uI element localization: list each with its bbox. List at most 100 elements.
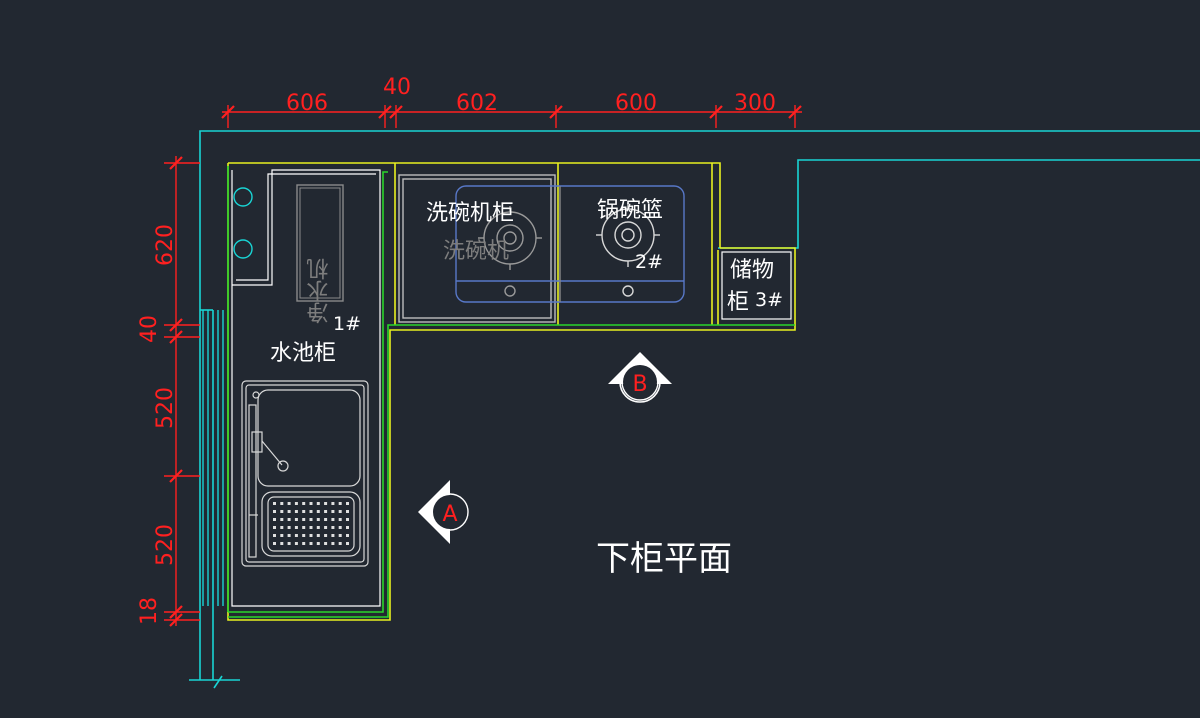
drain-dot [331, 534, 335, 537]
horizontal-dimension-line [221, 105, 802, 128]
drain-dot [346, 510, 349, 513]
water-purifier-label: 净水机 [307, 258, 333, 324]
drain-dot [273, 534, 276, 537]
drain-dot [273, 502, 276, 505]
storage-number: 3# [755, 289, 783, 311]
drain-dot [324, 534, 328, 537]
sink-cabinet-label: 水池柜 [270, 341, 336, 366]
drain-dot [346, 542, 349, 545]
drain-dot [280, 502, 284, 505]
dim-h-606: 606 [286, 91, 328, 116]
drain-dot [294, 534, 298, 537]
dim-h-300: 300 [734, 91, 776, 116]
drain-dot [309, 534, 313, 537]
drain-dot [316, 502, 320, 505]
dim-v-520-a: 520 [153, 387, 178, 429]
drain-dot [338, 542, 342, 545]
sink-cabinet-inner [231, 169, 381, 607]
cabinet-outline [227, 162, 796, 621]
drain-dot [273, 542, 276, 545]
drain-dot [316, 542, 320, 545]
drain-dot [331, 510, 335, 513]
drain-dot [331, 526, 335, 529]
drain-dot [309, 542, 313, 545]
dim-h-600: 600 [615, 91, 657, 116]
view-marker-a[interactable]: A [418, 480, 469, 544]
drain-dot [316, 526, 320, 529]
drain-dot [287, 518, 291, 521]
drain-dot [280, 542, 284, 545]
drain-dot [331, 502, 335, 505]
vertical-dimension-line [164, 156, 200, 627]
dishwasher-cabinet-label: 洗碗机柜 [426, 201, 514, 226]
dim-h-40: 40 [383, 75, 411, 100]
drain-dot [287, 542, 291, 545]
drain-dot [309, 526, 313, 529]
drain-dot [294, 518, 298, 521]
drain-dot [346, 526, 349, 529]
sink-cabinet-number: 1# [333, 313, 361, 335]
window [202, 310, 224, 606]
drain-dot [331, 542, 335, 545]
counter-lines [227, 166, 795, 618]
storage-label-line2: 柜 [727, 290, 749, 315]
drain-dot [324, 526, 328, 529]
drain-dot [287, 510, 291, 513]
burner-left [478, 206, 542, 297]
drain-dot [316, 518, 320, 521]
drain-dot [331, 518, 335, 521]
drain-dot [324, 542, 328, 545]
drain-dot [316, 534, 320, 537]
pipe-circles [233, 187, 253, 259]
dim-v-620: 620 [153, 224, 178, 266]
sink-drain-grid [273, 502, 349, 545]
drain-dot [287, 534, 291, 537]
drain-dot [316, 510, 320, 513]
drain-dot [324, 502, 328, 505]
drain-dot [280, 534, 284, 537]
drain-dot [280, 510, 284, 513]
drain-dot [273, 526, 276, 529]
sink [241, 380, 369, 567]
storage-cabinet-inner [721, 251, 792, 320]
drain-dot [302, 542, 306, 545]
pot-basket-label: 锅碗篮 [597, 198, 663, 223]
drain-dot [324, 518, 328, 521]
drain-dot [324, 510, 328, 513]
walls [189, 130, 1200, 689]
dishwasher-outline [398, 174, 556, 323]
drain-dot [287, 502, 291, 505]
water-purifier: 净水机 [296, 184, 344, 324]
drain-dot [294, 502, 298, 505]
view-marker-b-label: B [632, 372, 647, 397]
burner-right [596, 203, 660, 297]
drain-dot [294, 526, 298, 529]
drain-dot [309, 502, 313, 505]
drain-dot [346, 534, 349, 537]
drain-dot [309, 510, 313, 513]
pipe-circle-top [233, 187, 253, 207]
view-marker-b[interactable]: B [608, 352, 672, 403]
drain-dot [273, 510, 276, 513]
dim-v-520-b: 520 [153, 524, 178, 566]
drain-dot [302, 510, 306, 513]
hob [455, 185, 685, 303]
drain-dot [273, 518, 276, 521]
drain-dot [302, 534, 306, 537]
drain-dot [302, 526, 306, 529]
drain-dot [338, 534, 342, 537]
drain-dot [280, 518, 284, 521]
drain-dot [338, 526, 342, 529]
view-marker-a-label: A [442, 502, 457, 527]
dim-v-18: 18 [137, 597, 162, 625]
drain-dot [302, 502, 306, 505]
drain-dot [346, 518, 349, 521]
drain-dot [280, 526, 284, 529]
dishwasher-ghost-label: 洗碗机 [443, 239, 509, 264]
drain-dot [346, 502, 349, 505]
storage-label-line1: 储物 [730, 258, 774, 283]
pot-basket-number: 2# [635, 251, 663, 273]
drain-dot [287, 526, 291, 529]
drain-dot [302, 518, 306, 521]
